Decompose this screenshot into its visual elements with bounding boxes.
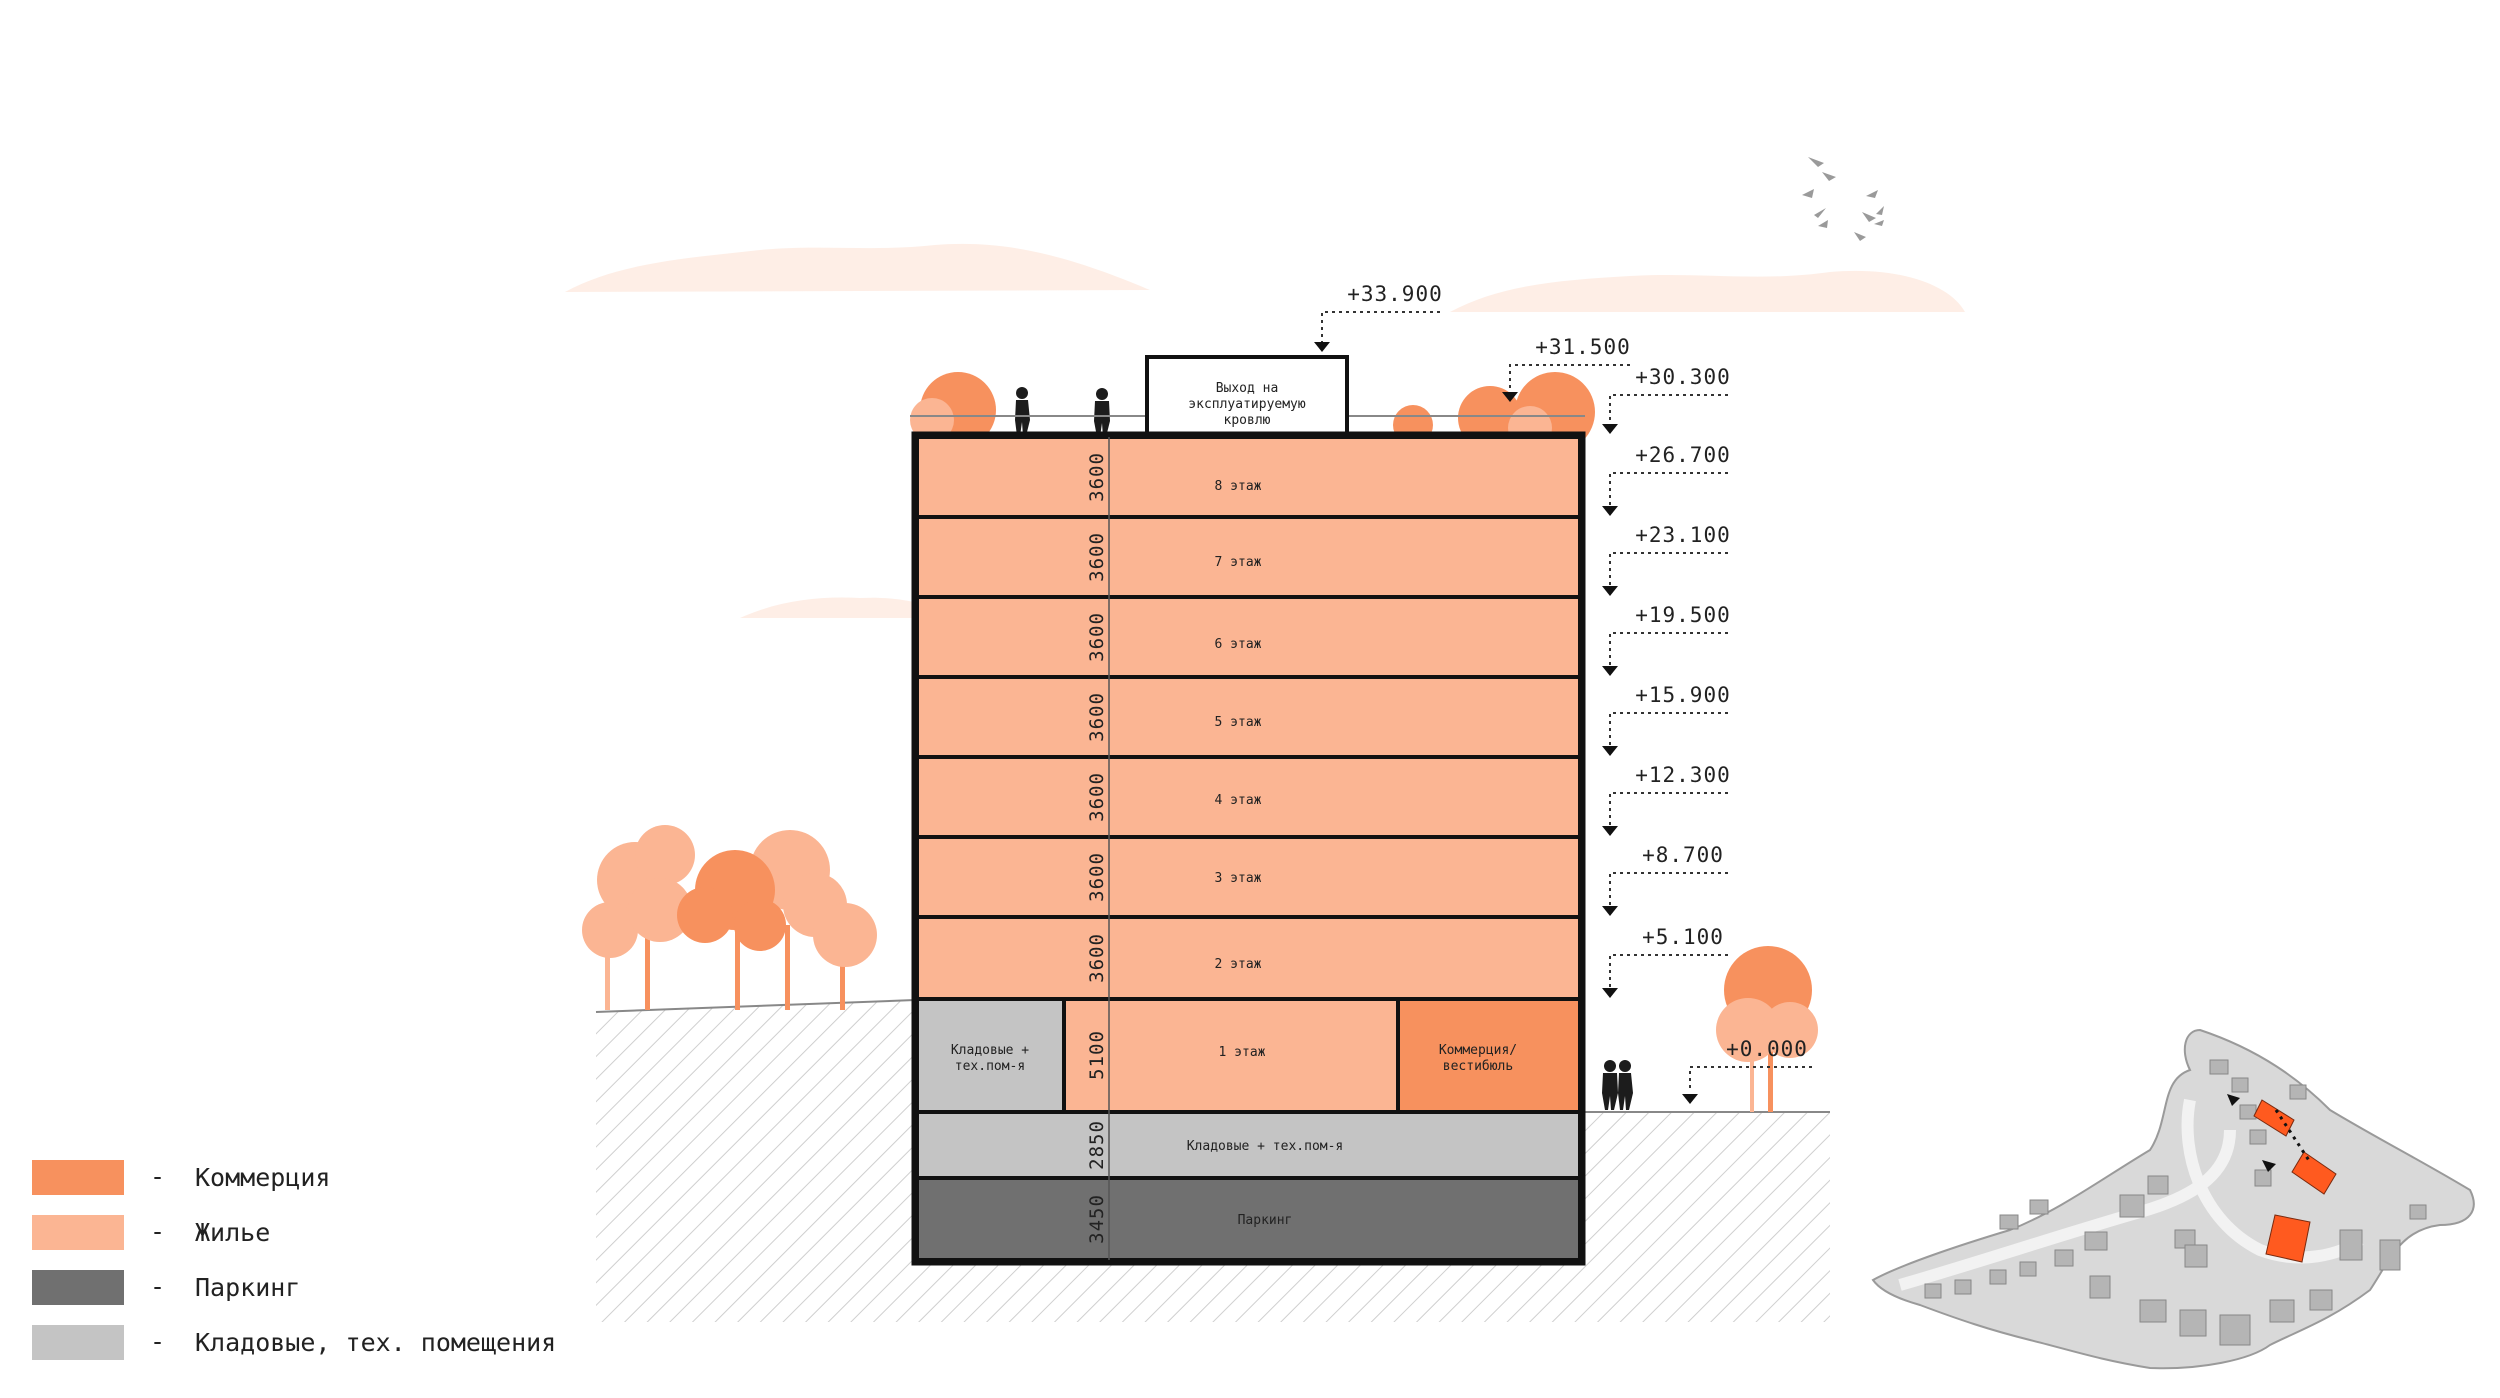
legend-item-commerce: - Коммерция [32, 1160, 592, 1215]
floor-7: 7 этаж 3600 [915, 515, 1582, 599]
elevation-marker: +12.300 [1602, 763, 1731, 836]
floor-6: 6 этаж 3600 [915, 595, 1582, 679]
floor-label: 5 этаж [1215, 715, 1262, 730]
floor-height: 3600 [1086, 452, 1108, 502]
people-silhouettes [1015, 387, 1633, 1110]
legend-swatch-housing [32, 1215, 124, 1250]
legend-label: Кладовые, тех. помещения [195, 1328, 557, 1357]
legend-dash: - [150, 1162, 166, 1191]
floor-height: 3600 [1086, 612, 1108, 662]
building-outline [911, 431, 1586, 1266]
floor-5: 5 этаж 3600 [915, 675, 1582, 759]
basement-parking-label: Паркинг [1238, 1213, 1293, 1228]
floor-1-commerce-line-2: вестибюль [1443, 1059, 1513, 1074]
legend-label: Коммерция [195, 1163, 331, 1192]
legend-dash: - [150, 1327, 166, 1356]
elevation-levels: +26.700 +23.100 +19.500 +15.900 +12.300 +8.70… [1602, 443, 1731, 998]
legend-swatch-parking [32, 1270, 124, 1305]
floor-1-storage-line-2: тех.пом-я [955, 1059, 1025, 1074]
basement-parking-height: 3450 [1086, 1194, 1108, 1244]
birds-decoration [1802, 157, 1884, 241]
roof-exit-line-2: эксплуатируемую [1188, 397, 1306, 412]
basement-parking: Паркинг 3450 [915, 1176, 1582, 1262]
elevation-parapet: +31.500 [1502, 335, 1631, 402]
elevation-label: +0.000 [1726, 1037, 1808, 1061]
floor-height: 5100 [1086, 1030, 1108, 1080]
legend-swatch-storage [32, 1325, 124, 1360]
floor-3: 3 этаж 3600 [915, 835, 1582, 919]
elevation-label: +26.700 [1635, 443, 1731, 467]
floor-label: 7 этаж [1215, 555, 1262, 570]
legend-dash: - [150, 1217, 166, 1246]
roof-exit: Выход на эксплуатируемую кровлю [1145, 355, 1349, 439]
floor-label: 1 этаж [1219, 1045, 1266, 1060]
elevation-marker: +5.100 [1602, 925, 1728, 998]
elevation-label: +33.900 [1347, 282, 1443, 306]
floor-height: 3600 [1086, 772, 1108, 822]
floor-height: 3600 [1086, 532, 1108, 582]
floor-height: 3600 [1086, 933, 1108, 983]
legend-dash: - [150, 1272, 166, 1301]
elevation-label: +15.900 [1635, 683, 1731, 707]
elevation-label: +30.300 [1635, 365, 1731, 389]
elevation-marker: +23.100 [1602, 523, 1731, 596]
elevation-marker: +15.900 [1602, 683, 1731, 756]
elevation-label: +12.300 [1635, 763, 1731, 787]
elevation-marker: +26.700 [1602, 443, 1731, 516]
floor-label: 4 этаж [1215, 793, 1262, 808]
floor-1-commerce-line-1: Коммерция/ [1439, 1043, 1517, 1058]
legend-item-housing: - Жилье [32, 1215, 592, 1270]
elevation-top: +33.900 [1314, 282, 1443, 352]
floor-height: 3600 [1086, 692, 1108, 742]
legend-item-storage: - Кладовые, тех. помещения [32, 1325, 592, 1380]
floor-4: 4 этаж 3600 [915, 755, 1582, 839]
basement-storage-label: Кладовые + тех.пом-я [1187, 1139, 1344, 1154]
trees-right [1716, 946, 1818, 1112]
legend-item-parking: - Паркинг [32, 1270, 592, 1325]
floor-label: 6 этаж [1215, 637, 1262, 652]
elevation-label: +31.500 [1535, 335, 1631, 359]
elevation-label: +8.700 [1642, 843, 1724, 867]
elevation-label: +23.100 [1635, 523, 1731, 547]
floor-2: 2 этаж 3600 [915, 915, 1582, 1001]
floor-8: 8 этаж 3600 [915, 435, 1582, 519]
elevation-ground: +0.000 [1682, 1037, 1812, 1104]
trees-left [582, 825, 877, 1010]
floor-1: Кладовые + тех.пом-я 1 этаж Коммерция/ в… [915, 997, 1582, 1114]
elevation-marker: +8.700 [1602, 843, 1728, 916]
floor-label: 3 этаж [1215, 871, 1262, 886]
legend: - Коммерция - Жилье - Паркинг - Кладовые… [32, 1160, 592, 1380]
elevation-label: +5.100 [1642, 925, 1724, 949]
elevation-roof: +30.300 [1602, 365, 1731, 434]
legend-label: Паркинг [195, 1273, 301, 1302]
floor-1-storage-line-1: Кладовые + [951, 1043, 1029, 1058]
basement-storage-height: 2850 [1086, 1120, 1108, 1170]
cloud-decoration [565, 243, 1965, 618]
elevation-marker: +19.500 [1602, 603, 1731, 676]
roof-exit-line-1: Выход на [1216, 381, 1279, 396]
legend-swatch-commerce [32, 1160, 124, 1195]
floor-height: 3600 [1086, 852, 1108, 902]
basement-storage: Кладовые + тех.пом-я 2850 [915, 1110, 1582, 1180]
site-plan-map [1871, 1028, 2475, 1370]
floor-label: 8 этаж [1215, 479, 1262, 494]
elevation-label: +19.500 [1635, 603, 1731, 627]
roof-exit-line-3: кровлю [1224, 413, 1271, 428]
ground [595, 999, 1830, 1322]
legend-label: Жилье [195, 1218, 271, 1247]
floor-label: 2 этаж [1215, 957, 1262, 972]
